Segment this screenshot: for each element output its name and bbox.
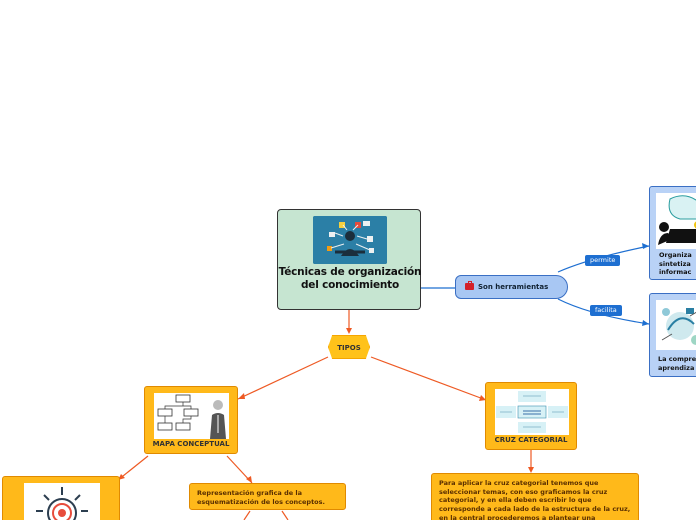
son-herramientas-label: Son herramientas <box>478 283 549 291</box>
mapa-conceptual-label: MAPA CONCEPTUAL <box>152 440 230 448</box>
multitasking-person-image <box>313 216 387 264</box>
cruz-categorial-node[interactable]: CRUZ CATEGORIAL <box>485 382 577 450</box>
organiza-label: Organiza sintetiza informac <box>659 251 692 276</box>
central-topic[interactable]: Técnicas de organización del conocimient… <box>277 209 422 310</box>
son-herramientas-node[interactable]: Son herramientas <box>455 275 568 299</box>
arrowhead <box>528 467 534 473</box>
tipos-node[interactable]: TIPOS <box>328 335 370 359</box>
concept-map-image <box>154 393 229 439</box>
connector-repr-down <box>243 510 289 520</box>
facilita-label: facilita <box>590 305 622 316</box>
para-aplicar-node[interactable]: Para aplicar la cruz categorial tenemos … <box>431 473 639 520</box>
organiza-node[interactable]: Organiza sintetiza informac <box>649 186 696 280</box>
cross-diagram-image <box>495 389 569 435</box>
connector-tipos-cruz <box>370 356 487 401</box>
target-topic-node[interactable] <box>2 476 120 520</box>
briefcase-icon <box>465 281 474 290</box>
arrowhead <box>246 476 252 483</box>
connector-tipos-mapa <box>237 356 329 400</box>
learning-image <box>656 300 696 350</box>
arrowhead <box>479 395 486 401</box>
target-image <box>24 483 100 520</box>
arrowhead <box>642 320 649 326</box>
representacion-node[interactable]: Representación grafica de la esquematiza… <box>189 483 346 510</box>
arrowhead <box>238 393 245 399</box>
arrowhead <box>642 243 649 249</box>
central-title: Técnicas de organización del conocimient… <box>278 266 422 291</box>
arrowhead <box>346 328 352 334</box>
permite-label: permite <box>585 255 621 266</box>
comprension-node[interactable]: La compre aprendiza <box>649 293 696 377</box>
comprension-label: La compre aprendiza <box>658 355 696 372</box>
laptop-person-image <box>656 193 696 249</box>
cruz-categorial-label: CRUZ CATEGORIAL <box>494 436 568 444</box>
mapa-conceptual-node[interactable]: MAPA CONCEPTUAL <box>144 386 238 454</box>
